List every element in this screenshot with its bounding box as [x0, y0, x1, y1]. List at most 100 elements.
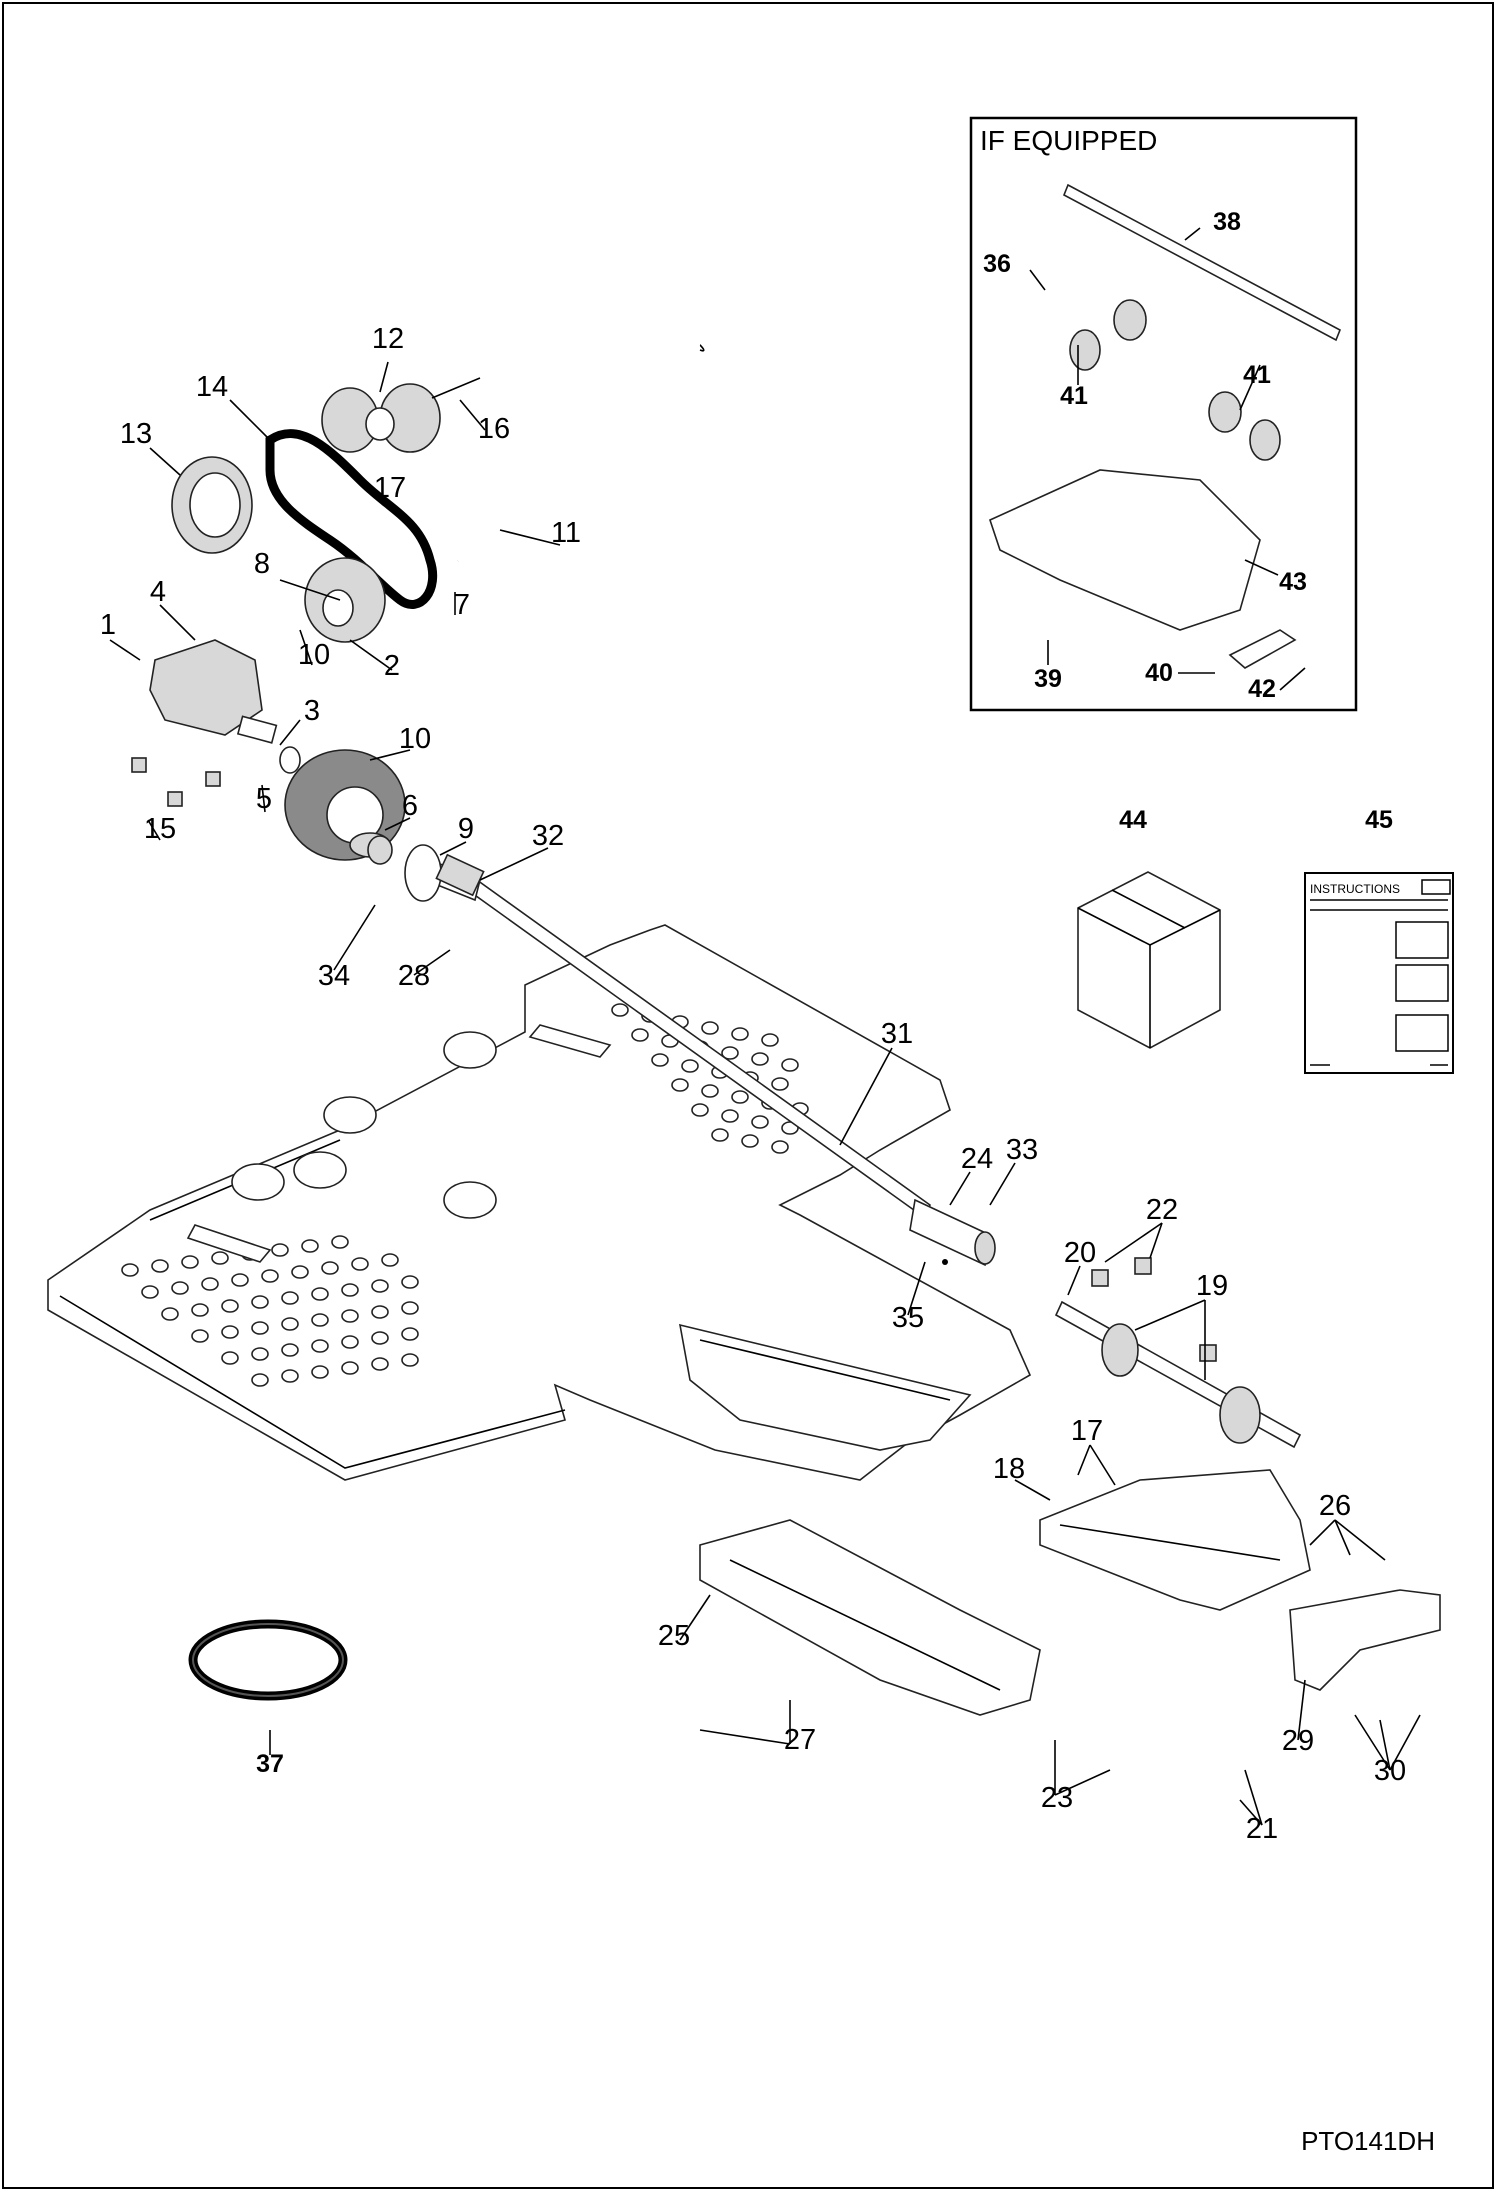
callout-17: 17: [1071, 1415, 1103, 1447]
floor-hole: [281, 1343, 299, 1357]
inset-leader-line: [1244, 559, 1279, 576]
floor-hole: [691, 1103, 709, 1117]
leader-line: [261, 784, 266, 813]
leader-line: [147, 819, 161, 841]
floor-hole: [721, 1046, 739, 1060]
leader-line: [384, 817, 411, 831]
leader-line: [279, 579, 341, 601]
leader-line: [1354, 1714, 1391, 1771]
callout-35: 35: [892, 1302, 924, 1334]
floor-hole: [151, 1259, 169, 1273]
floor-hole: [341, 1361, 359, 1375]
floor-hole: [221, 1299, 239, 1313]
floor-hole: [401, 1275, 419, 1289]
leader-line: [699, 1729, 791, 1745]
kit-box-label: 44: [1119, 806, 1147, 834]
leader-line: [949, 1171, 971, 1206]
callout-34: 34: [318, 960, 350, 992]
inset-title: IF EQUIPPED: [980, 125, 1157, 156]
floor-hole-large: [443, 1031, 497, 1069]
floor-hole: [771, 1077, 789, 1091]
leader-line: [1239, 1799, 1263, 1826]
callout-10: 10: [399, 723, 431, 755]
floor-hole: [381, 1253, 399, 1267]
callout-30: 30: [1374, 1755, 1406, 1787]
bracket-25: [699, 1519, 1041, 1716]
leader-line: [1054, 1769, 1111, 1796]
floor-hole: [301, 1239, 319, 1253]
inset-callout-40: 40: [1145, 659, 1173, 687]
inset-if-equipped: [969, 116, 1358, 712]
floor-hole: [401, 1353, 419, 1367]
figure-code: PTO141DH: [1301, 2126, 1435, 2156]
floor-hole: [221, 1351, 239, 1365]
floor-hole: [121, 1263, 139, 1277]
leader-line: [1309, 1519, 1336, 1546]
floor-hole: [171, 1281, 189, 1295]
kit-box: [1077, 871, 1221, 1049]
floor-hole: [711, 1128, 729, 1142]
floor-hole: [401, 1327, 419, 1341]
callout-19: 19: [1196, 1270, 1228, 1302]
floor-hole: [231, 1273, 249, 1287]
callout-32: 32: [532, 820, 564, 852]
floor-hole: [221, 1325, 239, 1339]
leader-line: [1104, 1222, 1163, 1263]
floor-hole: [251, 1295, 269, 1309]
leader-line: [439, 841, 467, 856]
callout-37: 37: [256, 1750, 284, 1778]
floor-hole-large: [231, 1163, 285, 1201]
leader-line: [379, 361, 389, 393]
callout-2: 2: [384, 650, 400, 682]
callout-14: 14: [196, 371, 228, 403]
inset-leader-line: [1029, 269, 1046, 291]
floor-hole: [401, 1301, 419, 1315]
floor-hole: [251, 1347, 269, 1361]
floor-hole: [191, 1329, 209, 1343]
floor-hole: [371, 1305, 389, 1319]
floor-hole: [141, 1285, 159, 1299]
inset-leader-line: [1239, 364, 1261, 411]
callout-4: 4: [150, 576, 166, 608]
inset-callout-42: 42: [1248, 675, 1276, 703]
leader-line: [339, 459, 381, 498]
floor-hole: [281, 1291, 299, 1305]
leader-line: [1297, 1679, 1306, 1741]
leader-line: [149, 447, 181, 476]
instructions-text: INSTRUCTIONS: [1310, 882, 1400, 896]
floor-hole: [751, 1052, 769, 1066]
floor-hole: [311, 1287, 329, 1301]
callout-11: 11: [551, 517, 581, 549]
callout-29: 29: [1282, 1725, 1314, 1757]
floor-hole-large: [443, 1181, 497, 1219]
floor-hole: [181, 1255, 199, 1269]
leader-line: [1334, 1519, 1351, 1556]
floor-hole: [611, 1003, 629, 1017]
leader-line: [459, 399, 486, 431]
callout-8: 8: [254, 548, 270, 580]
callout-10: 10: [298, 639, 330, 671]
leader-line: [229, 399, 271, 441]
floor-hole-large: [323, 1096, 377, 1134]
bracket-18: [1039, 1469, 1311, 1611]
bracket-29: [1289, 1589, 1441, 1691]
floor-hole: [311, 1339, 329, 1353]
floor-hole: [671, 1078, 689, 1092]
floor-hole: [651, 1053, 669, 1067]
floor-holes: [121, 1003, 809, 1387]
leader-line: [679, 1594, 711, 1641]
leader-line: [1244, 1769, 1263, 1826]
floor-hole: [251, 1321, 269, 1335]
callout-16: 16: [478, 413, 510, 445]
callout-3: 3: [304, 695, 320, 727]
floor-hole: [291, 1265, 309, 1279]
inset-callout-43: 43: [1279, 568, 1307, 596]
floor-hole: [761, 1033, 779, 1047]
floor-hole: [781, 1058, 799, 1072]
callout-28: 28: [398, 960, 430, 992]
leader-line: [333, 904, 376, 971]
leader-line: [1089, 1444, 1116, 1486]
leader-line: [1014, 1479, 1051, 1501]
